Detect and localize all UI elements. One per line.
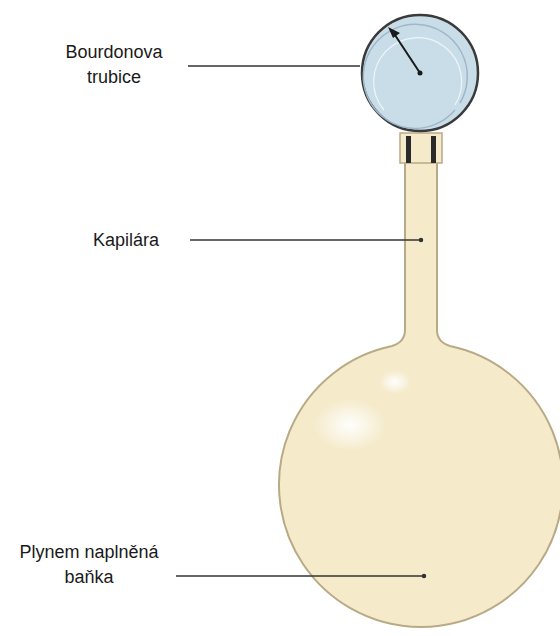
- bulb-and-capillary: [279, 160, 560, 627]
- part-label: Kapilára: [66, 228, 186, 253]
- leader-lines: [176, 66, 426, 578]
- part-label: Plynem naplněná baňka: [4, 540, 174, 590]
- gauge-connector: [400, 133, 442, 163]
- bourdon-gauge: [362, 15, 478, 131]
- part-label: Bourdonova trubice: [44, 40, 184, 90]
